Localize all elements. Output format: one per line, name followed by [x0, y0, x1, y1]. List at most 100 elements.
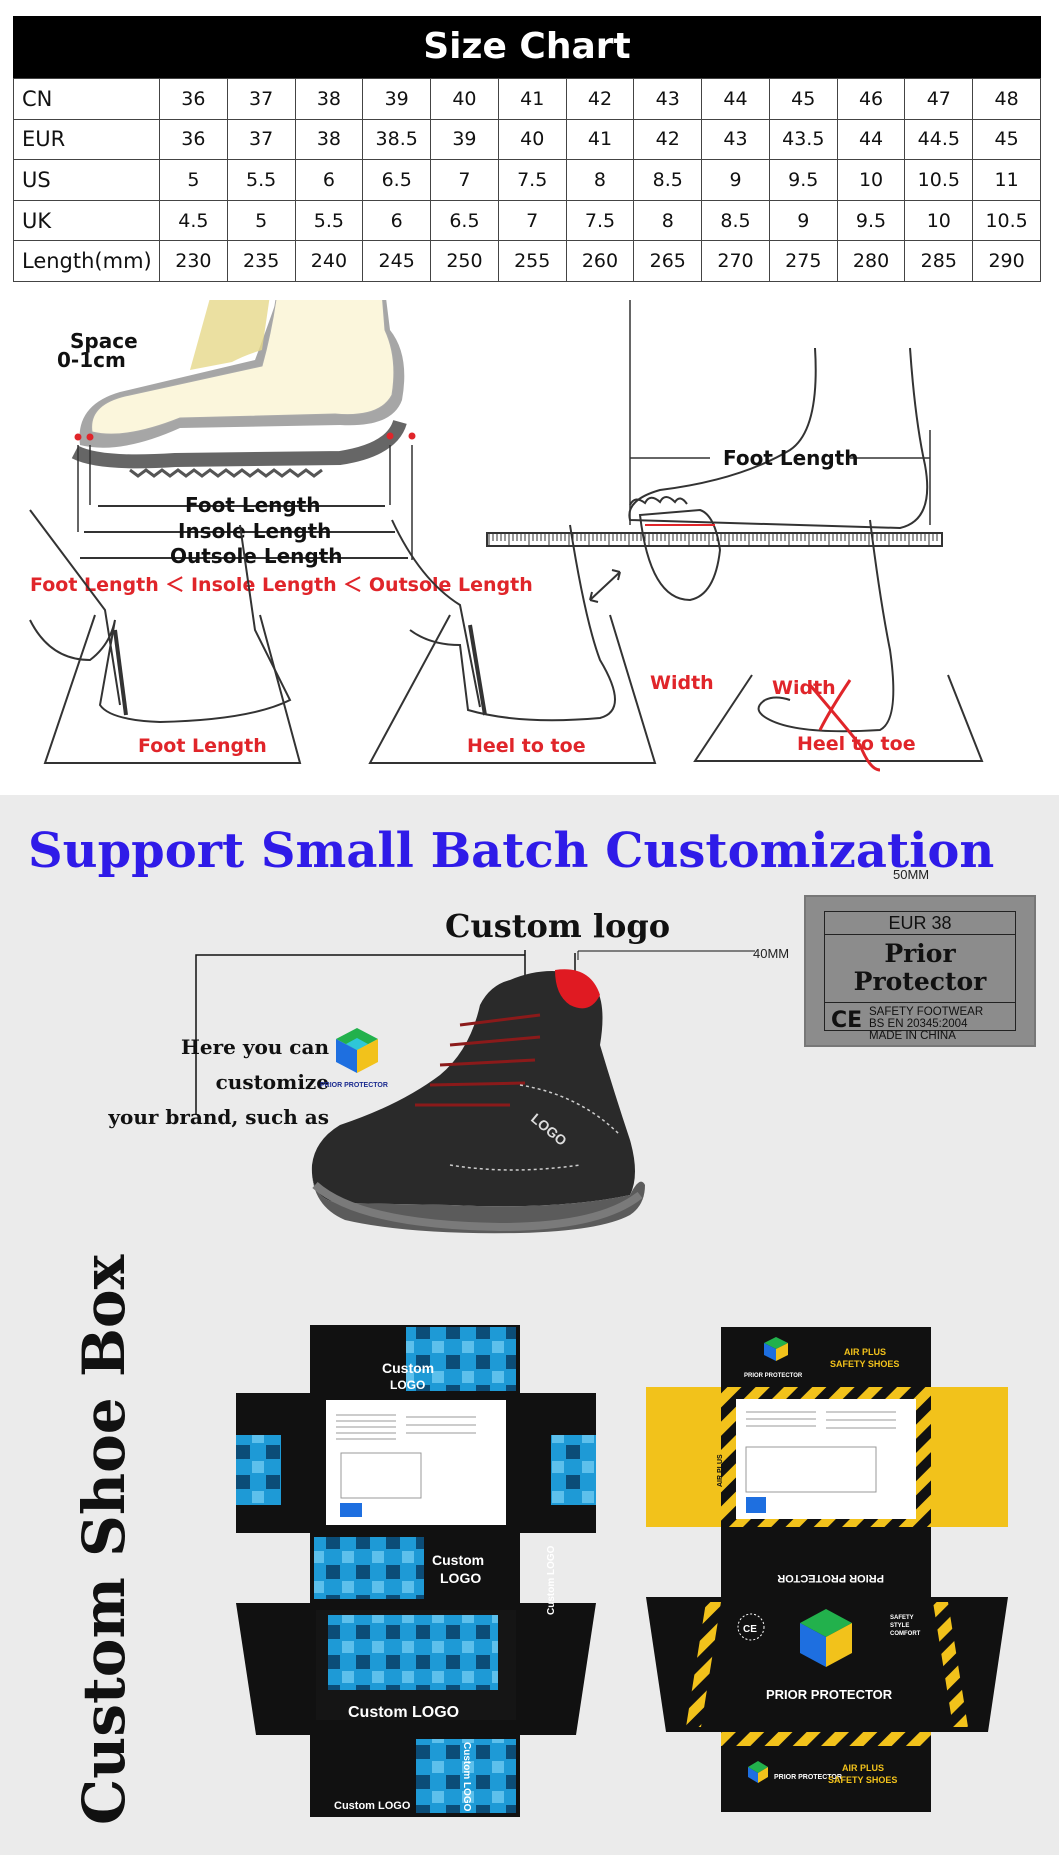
- size-cell: 47: [904, 78, 974, 120]
- step3-label: Heel to toe: [797, 733, 916, 755]
- size-cell: 9.5: [768, 159, 838, 201]
- size-cell: 275: [768, 240, 838, 282]
- label-brand-line2: Protector: [853, 967, 987, 996]
- shoe-box-dieline-1: Custom LOGO Custom LOGO Custom LOGO Cust…: [236, 1325, 596, 1817]
- size-row-label: CN: [13, 78, 160, 120]
- box2-air-bottom: AIR PLUS: [842, 1763, 884, 1773]
- size-cell: 37: [226, 78, 296, 120]
- size-cell: 8.5: [633, 159, 703, 201]
- step-3: [693, 519, 984, 772]
- customization-heading: Support Small Batch Customization: [28, 823, 995, 879]
- box2-brand-flipped: PRIOR PROTECTOR: [777, 1572, 884, 1584]
- step2-label: Heel to toe: [467, 735, 586, 757]
- box2-style-2: STYLE: [890, 1623, 909, 1629]
- size-cell: 7.5: [565, 199, 635, 242]
- box2-bottom-brand: PRIOR PROTECTOR: [774, 1774, 842, 1781]
- size-cell: 260: [565, 240, 635, 282]
- label-height-dimension: 40MM: [753, 946, 790, 961]
- size-row-label: Length(mm): [13, 240, 160, 282]
- shoe-box-dieline-2: PRIOR PROTECTOR AIR PLUS SAFETY SHOES AI…: [646, 1327, 1008, 1812]
- label-brand: Prior Protector: [825, 940, 1015, 996]
- size-cell: 44.5: [904, 118, 974, 161]
- label-line-2: BS EN 20345:2004: [869, 1018, 968, 1030]
- size-cell: 36: [159, 118, 228, 161]
- box1-top-logo-b: LOGO: [390, 1378, 425, 1392]
- box1-logo-a: Custom: [432, 1552, 484, 1568]
- label-brand-line1: Prior: [884, 939, 956, 968]
- customization-section: Support Small Batch Customization Custom…: [0, 795, 1059, 1855]
- brand-customize-text: Here you can customize your brand, such …: [64, 1030, 329, 1135]
- size-cell: 43: [633, 78, 703, 120]
- step-1: [29, 509, 302, 764]
- size-cell: 44: [701, 78, 770, 120]
- size-row-label: EUR: [13, 118, 160, 161]
- box2-top-brand: PRIOR PROTECTOR: [744, 1373, 803, 1379]
- ce-mark: CE: [831, 1008, 863, 1033]
- size-cell: 7: [497, 199, 567, 242]
- size-cell: 48: [972, 78, 1041, 120]
- box2-safety-bottom: SAFETY SHOES: [828, 1775, 897, 1785]
- size-cell: 39: [430, 118, 499, 161]
- brand-logo-name: PRIOR PROTECTOR: [320, 1082, 388, 1089]
- brand-text-line1: Here you can customize: [181, 1035, 329, 1094]
- size-cell: 45: [972, 118, 1041, 161]
- size-cell: 265: [633, 240, 703, 282]
- size-cell: 9: [768, 199, 838, 242]
- size-cell: 8: [633, 199, 703, 242]
- size-cell: 240: [294, 240, 364, 282]
- step-2: [368, 508, 722, 764]
- label-footer: CE SAFETY FOOTWEAR BS EN 20345:2004 MADE…: [825, 1002, 1015, 1042]
- size-cell: 5: [159, 159, 228, 201]
- box2-side-text: AIR PLUS: [717, 1454, 724, 1487]
- size-cell: 43: [701, 118, 770, 161]
- size-cell: 4.5: [159, 199, 228, 242]
- size-cell: 245: [362, 240, 432, 282]
- size-cell: 235: [226, 240, 296, 282]
- size-row-label: US: [13, 159, 160, 201]
- box1-side-logo-2: Custom LOGO: [546, 1545, 557, 1615]
- step3-width-label: Width: [772, 677, 836, 699]
- measure-guide: Space 0-1cm Foot Length Insole Length Ou…: [0, 290, 1059, 795]
- box2-safety-top: SAFETY SHOES: [830, 1359, 899, 1369]
- size-row-label: UK: [13, 199, 160, 242]
- box2-air-top: AIR PLUS: [844, 1347, 886, 1357]
- box1-logo-b: LOGO: [440, 1570, 481, 1586]
- size-cell: 8.5: [701, 199, 770, 242]
- shoe-label-plate: EUR 38 Prior Protector CE SAFETY FOOTWEA…: [804, 895, 1036, 1047]
- box1-logo-bottom: Custom LOGO: [334, 1800, 411, 1812]
- box2-style-1: SAFETY: [890, 1615, 914, 1621]
- size-cell: 6.5: [362, 159, 432, 201]
- label-line-1: SAFETY FOOTWEAR: [869, 1006, 984, 1018]
- space-label: Space: [70, 329, 138, 353]
- foot-length-label: Foot Length: [185, 493, 321, 517]
- label-frame: EUR 38 Prior Protector CE SAFETY FOOTWEA…: [824, 911, 1016, 1042]
- box1-top-logo-a: Custom: [382, 1360, 434, 1376]
- size-cell: 280: [836, 240, 906, 282]
- size-cell: 6.5: [430, 199, 499, 242]
- length-comparison: Foot Length ＜ Insole Length ＜ Outsole Le…: [30, 574, 533, 596]
- size-cell: 9.5: [836, 199, 906, 242]
- size-cell: 41: [497, 78, 567, 120]
- box2-style-3: COMFORT: [890, 1631, 921, 1637]
- size-cell: 36: [159, 78, 228, 120]
- right-foot-length-label: Foot Length: [723, 446, 859, 470]
- size-cell: 42: [633, 118, 703, 161]
- safety-boot-image: LOGO: [311, 969, 645, 1234]
- size-cell: 8: [565, 159, 635, 201]
- size-chart-title: Size Chart: [13, 16, 1041, 78]
- size-cell: 44: [836, 118, 906, 161]
- measure-illustration: Space 0-1cm Foot Length Insole Length Ou…: [29, 290, 984, 772]
- size-cell: 9: [701, 159, 770, 201]
- size-cell: 255: [497, 240, 567, 282]
- box2-ce-mark: CE: [743, 1624, 757, 1635]
- width-label: Width: [650, 672, 714, 694]
- size-cell: 38: [294, 118, 364, 161]
- space-range-label: 0-1cm: [57, 348, 126, 372]
- label-eur-size: EUR 38: [825, 912, 1015, 935]
- custom-shoe-box-title: Custom Shoe Box: [70, 1254, 138, 1825]
- foot-on-ruler: [486, 300, 943, 547]
- custom-logo-label: Custom logo: [445, 907, 671, 945]
- size-cell: 38.5: [362, 118, 432, 161]
